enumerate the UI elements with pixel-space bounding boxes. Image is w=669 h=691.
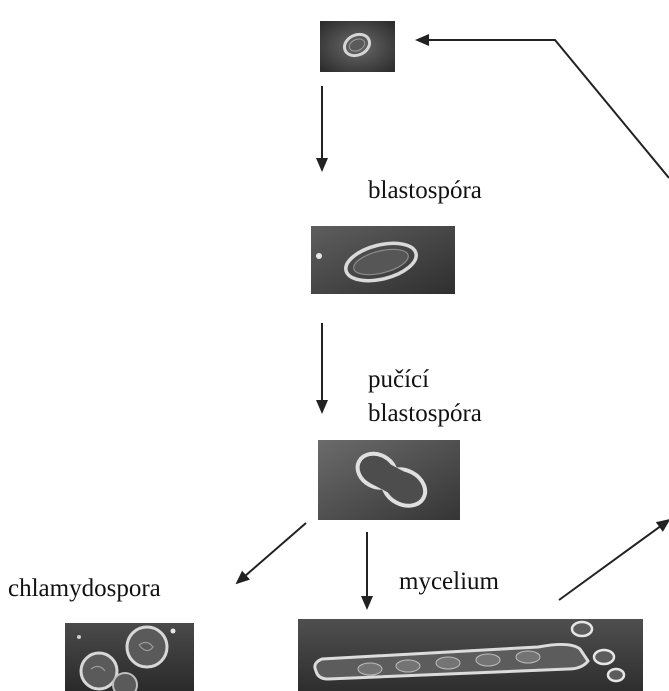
arrow-budding-to-chlamydospora [237,523,306,583]
arrow-return-to-spore [417,40,669,178]
arrow-mycelium-outward [559,520,669,600]
